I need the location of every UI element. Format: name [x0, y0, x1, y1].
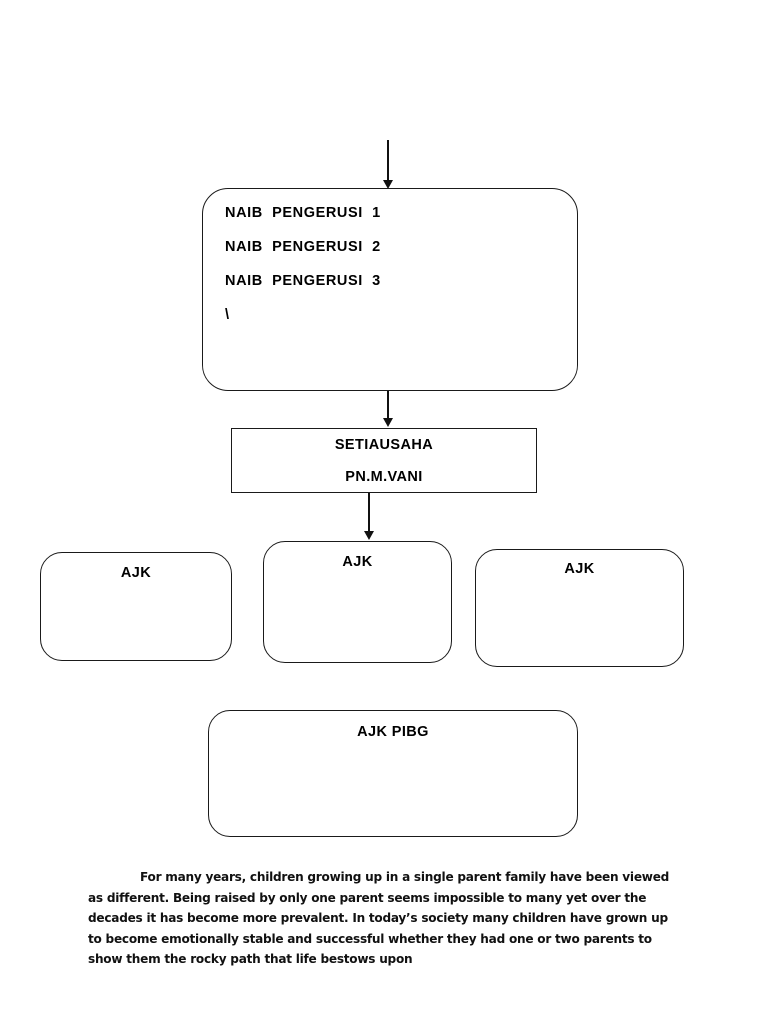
- node-ajk-left[interactable]: AJK: [40, 552, 232, 661]
- naib-pengerusi-line-4: \: [225, 307, 230, 323]
- body-paragraph: For many years, children growing up in a…: [88, 870, 670, 967]
- naib-pengerusi-line-2: NAIB PENGERUSI 2: [225, 239, 381, 255]
- node-ajk-middle[interactable]: AJK: [263, 541, 452, 663]
- arrowhead-down-icon: [383, 180, 393, 189]
- arrowhead-down-icon: [364, 531, 374, 540]
- setiausaha-title: SETIAUSAHA: [334, 437, 434, 453]
- ajk-left-label: AJK: [120, 565, 152, 581]
- arrowhead-down-icon: [383, 418, 393, 427]
- node-naib-pengerusi[interactable]: NAIB PENGERUSI 1 NAIB PENGERUSI 2 NAIB P…: [202, 188, 578, 391]
- ajk-pibg-label: AJK PIBG: [357, 724, 429, 740]
- node-ajk-pibg[interactable]: AJK PIBG: [208, 710, 578, 837]
- node-setiausaha[interactable]: SETIAUSAHA PN.M.VANI: [231, 428, 537, 493]
- ajk-right-label: AJK: [564, 561, 595, 577]
- naib-pengerusi-line-3: NAIB PENGERUSI 3: [225, 273, 381, 289]
- naib-pengerusi-list: NAIB PENGERUSI 1 NAIB PENGERUSI 2 NAIB P…: [225, 203, 563, 339]
- naib-pengerusi-line-1: NAIB PENGERUSI 1: [225, 205, 381, 221]
- connector-line: [387, 140, 389, 182]
- node-ajk-right[interactable]: AJK: [475, 549, 684, 667]
- connector-line: [368, 493, 370, 533]
- setiausaha-name: PN.M.VANI: [345, 469, 423, 485]
- connector-line: [387, 391, 389, 420]
- ajk-middle-label: AJK: [342, 554, 373, 570]
